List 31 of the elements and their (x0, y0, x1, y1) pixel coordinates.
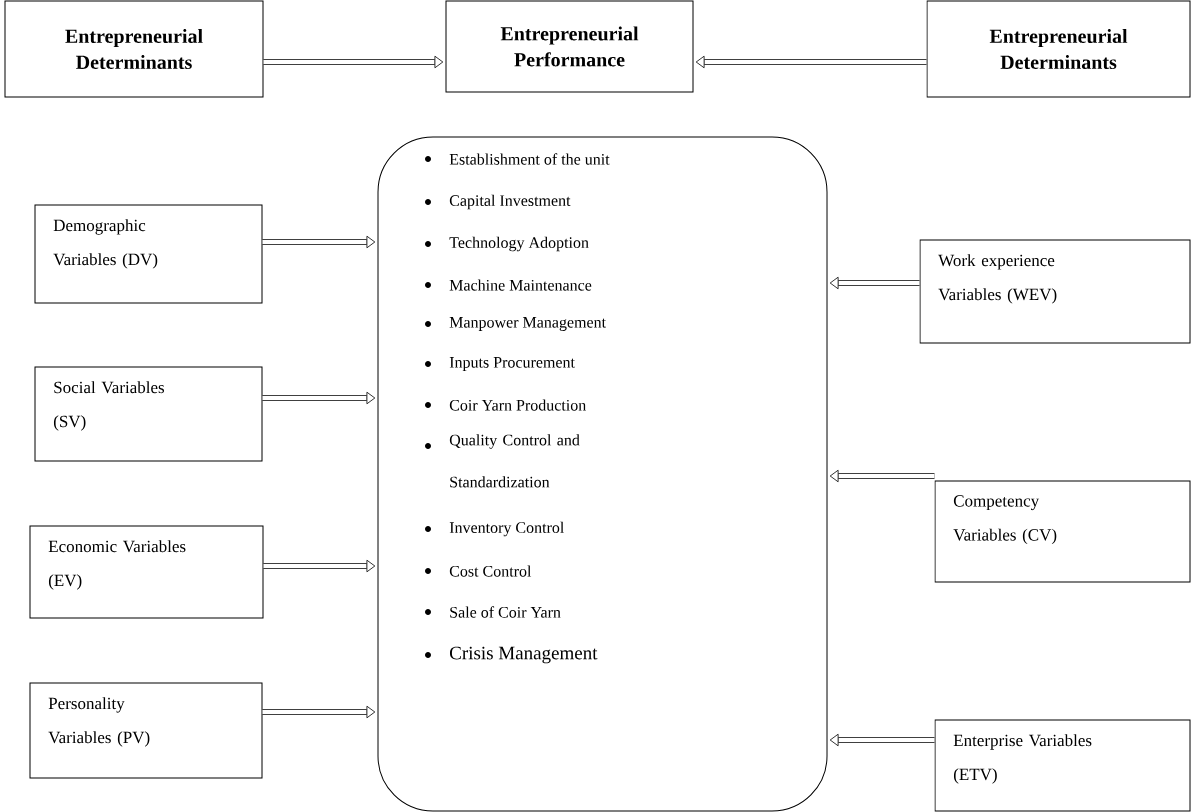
variable-box: Demographic Variables (DV) (34, 204, 263, 304)
hollow-arrow (829, 469, 935, 483)
list-item: Crisis Management (450, 646, 598, 664)
hollow-arrow (262, 391, 376, 405)
variable-box: Social Variables (SV) (34, 366, 263, 462)
list-item: Cost Control (449, 565, 532, 577)
list-item: Quality Control and Standardization (449, 434, 580, 488)
list-item: Machine Maintenance (449, 279, 592, 291)
variable-box: Enterprise Variables (ETV) (934, 719, 1191, 812)
list-item: Establishment of the unit (449, 153, 610, 165)
hollow-arrow (829, 733, 935, 747)
variable-box: Personality Variables (PV) (29, 682, 263, 779)
list-item: Sale of Coir Yarn (450, 606, 561, 618)
hollow-arrow (263, 559, 376, 573)
heading-box: Entrepreneurial Determinants (4, 0, 264, 98)
list-item: Inputs Procurement (449, 357, 575, 371)
list-item: Inventory Control (449, 521, 564, 537)
list-item: Manpower Management (449, 317, 606, 331)
heading-box: Entrepreneurial Performance (445, 0, 694, 93)
hollow-arrow (263, 55, 444, 69)
hollow-arrow (829, 276, 920, 290)
variable-box: Economic Variables (EV) (29, 525, 264, 619)
variable-box: Competency Variables (CV) (934, 480, 1191, 583)
heading-box: Entrepreneurial Determinants (926, 0, 1191, 98)
variable-box: Work experience Variables (WEV) (919, 239, 1191, 344)
list-item: Capital Investment (449, 194, 571, 210)
list-item: Technology Adoption (449, 236, 589, 252)
list-item: Coir Yarn Production (449, 399, 586, 411)
hollow-arrow (262, 705, 376, 719)
hollow-arrow (695, 55, 927, 69)
hollow-arrow (262, 235, 376, 249)
